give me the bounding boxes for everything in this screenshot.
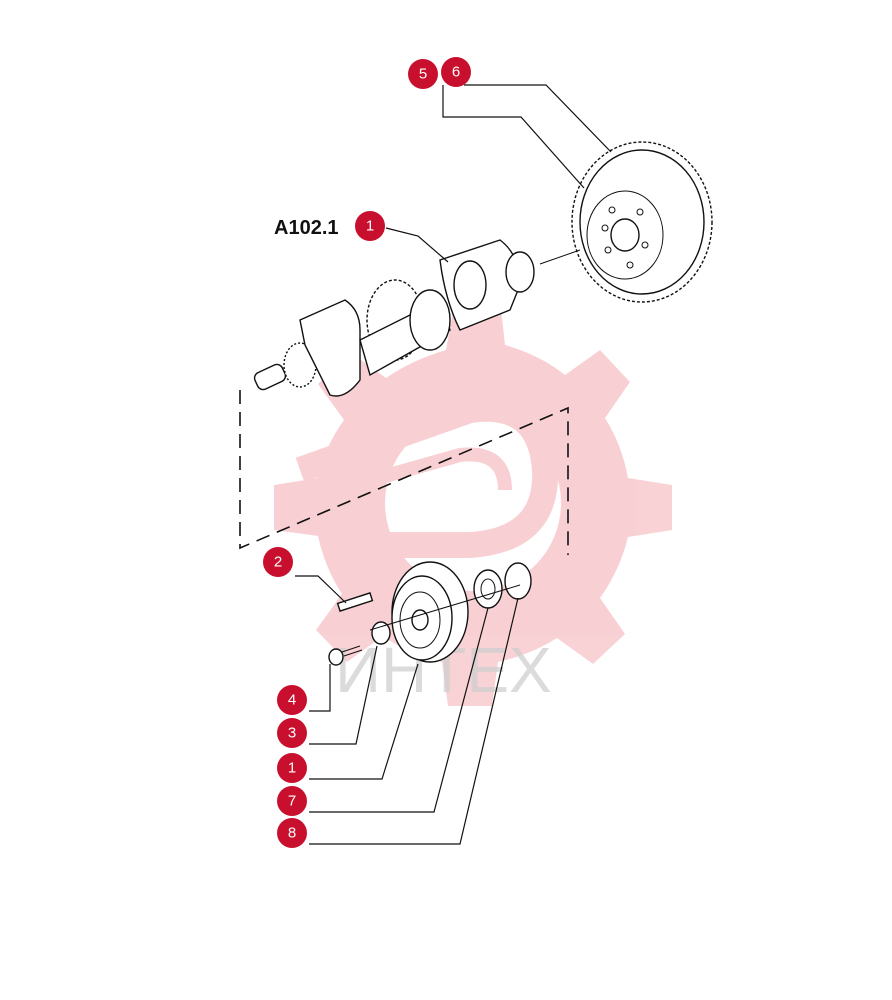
flywheel — [571, 141, 713, 303]
assembly-code-label: A102.1 — [274, 217, 339, 239]
bolt-part — [341, 645, 363, 657]
callout-1-pulley[interactable]: 1 — [277, 753, 307, 783]
crankshaft — [253, 239, 581, 397]
callout-1-crankshaft[interactable]: 1 — [355, 211, 385, 241]
leader-lines — [295, 84, 612, 845]
washer-part — [371, 621, 391, 645]
watermark-logo — [274, 300, 672, 706]
callout-4[interactable]: 4 — [277, 685, 307, 715]
nut-part — [328, 648, 344, 666]
callout-7[interactable]: 7 — [277, 786, 307, 816]
callout-6[interactable]: 6 — [441, 57, 471, 87]
key-part — [336, 592, 374, 612]
axis-line — [369, 584, 521, 631]
callout-2[interactable]: 2 — [263, 547, 293, 577]
callout-3[interactable]: 3 — [277, 718, 307, 748]
watermark-gear-icon — [274, 300, 672, 706]
callout-5[interactable]: 5 — [408, 59, 438, 89]
ring-part — [504, 562, 532, 600]
watermark-swirl-icon — [295, 395, 559, 558]
callout-8[interactable]: 8 — [277, 818, 307, 848]
seal-ring-part — [473, 569, 503, 609]
assembly-bracket — [239, 390, 569, 555]
